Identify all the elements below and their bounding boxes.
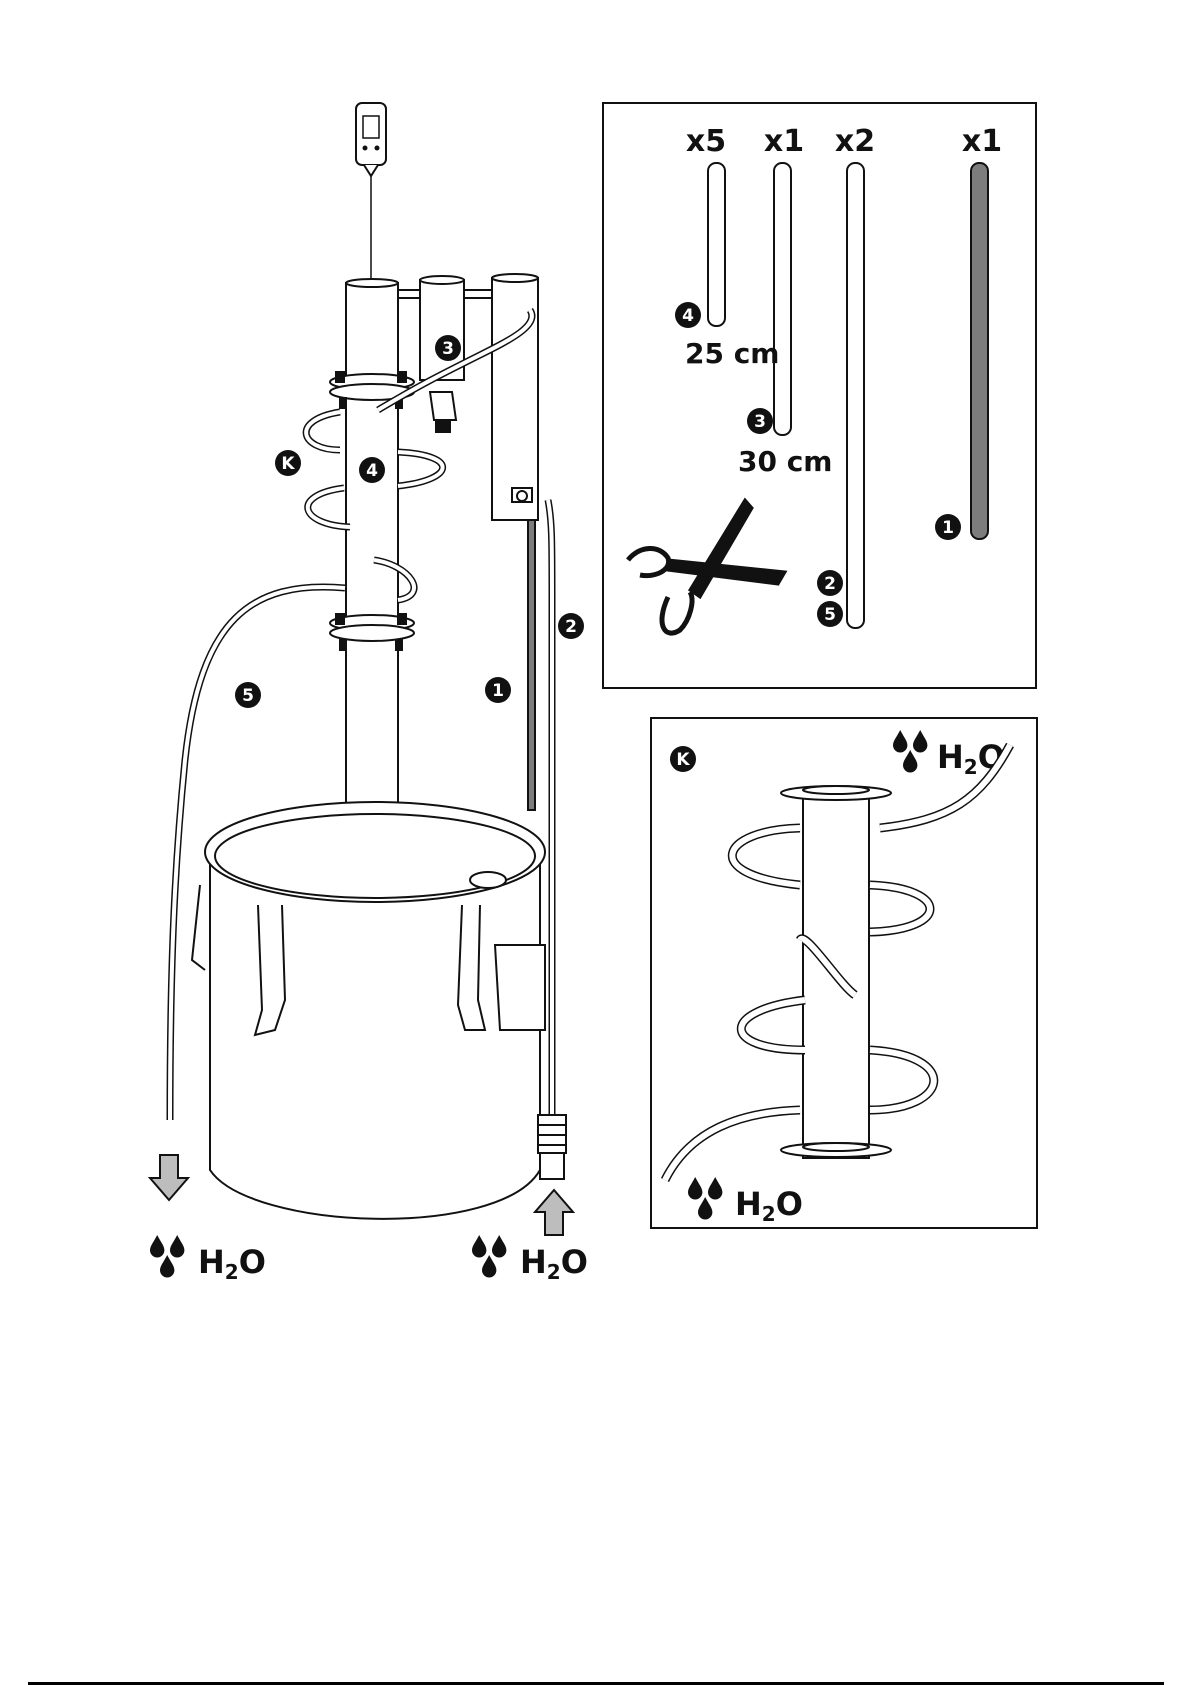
- svg-text:5: 5: [242, 686, 254, 706]
- qty-tube-1: x1: [962, 124, 1002, 159]
- svg-text:2: 2: [565, 617, 577, 637]
- water-out-label-detail: H2O: [688, 1177, 803, 1226]
- part-badge-5: 5: [817, 601, 843, 627]
- svg-text:3: 3: [754, 412, 766, 432]
- water-drops-icon: [150, 1235, 184, 1278]
- flow-arrow-icon: [150, 1155, 188, 1200]
- badge-3: 3: [435, 335, 461, 361]
- svg-text:3: 3: [442, 339, 454, 359]
- qty-tube-2-5: x2: [835, 124, 875, 159]
- part-tube-3: [774, 163, 791, 435]
- svg-text:5: 5: [824, 605, 836, 625]
- parts-panel: x5 x1 x2 x1 4 3 1 2 5 25 cm 30 cm: [603, 103, 1036, 688]
- tube-1: [528, 520, 535, 810]
- svg-text:H2O: H2O: [735, 1185, 803, 1226]
- part-badge-4: 4: [675, 302, 701, 328]
- hose-connector: [538, 1115, 566, 1179]
- main-assembly: [150, 103, 573, 1235]
- svg-text:4: 4: [366, 461, 378, 481]
- part-badge-1: 1: [935, 514, 961, 540]
- part-badge-2: 2: [817, 570, 843, 596]
- svg-text:4: 4: [682, 306, 694, 326]
- svg-text:H2O: H2O: [198, 1243, 266, 1284]
- qty-tube-3: x1: [764, 124, 804, 159]
- svg-text:1: 1: [492, 681, 504, 701]
- flow-arrow-icon: [535, 1190, 573, 1235]
- svg-text:K: K: [676, 750, 690, 770]
- svg-text:2: 2: [824, 574, 836, 594]
- badge-2: 2: [558, 613, 584, 639]
- length-30cm: 30 cm: [738, 445, 833, 478]
- svg-text:K: K: [281, 454, 295, 474]
- water-in-label: H2O: [472, 1235, 588, 1284]
- column-condenser: [464, 274, 538, 520]
- water-drops-icon: [893, 730, 927, 773]
- boiling-pot: [192, 802, 545, 1219]
- svg-text:H2O: H2O: [520, 1243, 588, 1284]
- part-badge-3: 3: [747, 408, 773, 434]
- detail-badge-K: K: [670, 746, 696, 772]
- water-out-label: H2O: [150, 1235, 266, 1284]
- part-tube-4: [708, 163, 725, 326]
- thermometer-icon: [356, 103, 386, 283]
- svg-text:1: 1: [942, 518, 954, 538]
- badge-1: 1: [485, 677, 511, 703]
- part-tube-2-5: [847, 163, 864, 628]
- badge-K: K: [275, 450, 301, 476]
- length-25cm: 25 cm: [685, 337, 780, 370]
- badge-5: 5: [235, 682, 261, 708]
- water-drops-icon: [472, 1235, 506, 1278]
- qty-tube-4: x5: [686, 124, 726, 159]
- part-tube-1: [971, 163, 988, 539]
- detail-panel-k: K H2O H2O: [651, 718, 1037, 1228]
- water-drops-icon: [688, 1177, 722, 1220]
- badge-4: 4: [359, 457, 385, 483]
- scissors-icon: [628, 500, 785, 633]
